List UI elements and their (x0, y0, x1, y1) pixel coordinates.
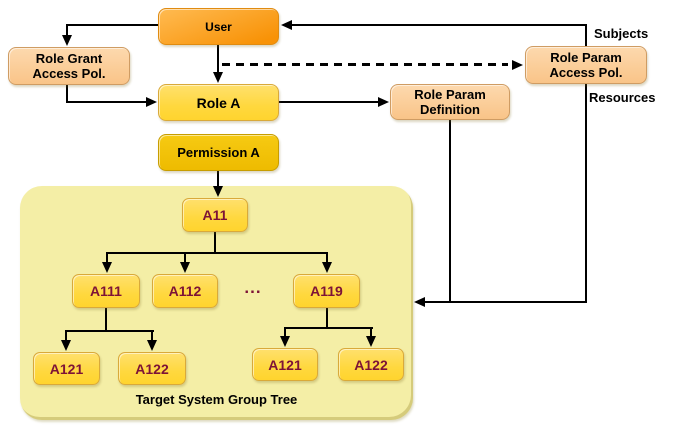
node-role-grant-access-pol: Role Grant Access Pol. (8, 47, 130, 85)
edge-a11-down (214, 232, 216, 254)
arrowhead-into-a11 (213, 186, 223, 197)
arrowhead-into-left-a122 (147, 340, 157, 351)
arrowhead-into-left-a121 (61, 340, 71, 351)
arrowhead-into-role-a-left (146, 97, 157, 107)
edge-user-to-rolea (217, 45, 219, 73)
tree-node-a11: A11 (182, 198, 248, 232)
arrowhead-into-right-a122 (366, 336, 376, 347)
arrowhead-into-a112 (180, 262, 190, 273)
arrowhead-into-a111 (102, 262, 112, 273)
node-user: User (158, 8, 279, 45)
label-subjects: Subjects (594, 26, 649, 41)
node-permission-a: Permission A (158, 134, 279, 171)
edge-stub-right-a121 (284, 327, 286, 338)
edge-stub-left-a122 (151, 330, 153, 341)
edge-dashed-user-to-roleparamaccess (222, 63, 508, 66)
edge-user-to-rolegrant-h (67, 24, 159, 26)
edge-subjects-to-user (290, 24, 587, 26)
edge-level2-stub-a111 (106, 252, 108, 263)
tree-ellipsis: ... (244, 278, 262, 297)
arrowhead-into-user (281, 20, 292, 30)
arrowhead-into-role-grant (62, 35, 72, 46)
edge-a119-down (326, 308, 328, 329)
tree-node-a112: A112 (152, 274, 218, 308)
edge-roleparamdef-down (449, 120, 451, 303)
edge-rolea-to-roleparamdef (278, 101, 379, 103)
edge-level2-stub-a112 (184, 252, 186, 263)
edge-a111-down (105, 308, 107, 332)
node-role-a: Role A (158, 84, 279, 121)
tree-node-a119: A119 (293, 274, 360, 308)
tree-node-right-a122: A122 (338, 348, 404, 381)
edge-stub-left-a121 (65, 330, 67, 341)
edge-resources-vertical (585, 24, 587, 303)
node-role-param-definition: Role Param Definition (390, 84, 510, 120)
label-resources: Resources (589, 90, 656, 105)
arrowhead-into-role-a-top (213, 72, 223, 83)
edge-level2-bus (106, 252, 328, 254)
edge-level2-stub-a119 (326, 252, 328, 263)
edge-stub-right-a122 (370, 327, 372, 338)
edge-merge-to-tree (418, 301, 587, 303)
tree-node-right-a121: A121 (252, 348, 318, 381)
tree-node-left-a122: A122 (118, 352, 186, 385)
tree-node-left-a121: A121 (33, 352, 100, 385)
node-role-param-access-pol: Role Param Access Pol. (525, 46, 647, 84)
edge-rolegrant-to-rolea (66, 101, 148, 103)
arrowhead-into-role-param-def (378, 97, 389, 107)
edge-user-to-rolegrant-v (66, 24, 68, 36)
arrowhead-into-tree-container (414, 297, 425, 307)
tree-caption: Target System Group Tree (135, 392, 298, 407)
edge-rolegrant-down (66, 85, 68, 103)
arrowhead-into-right-a121 (280, 336, 290, 347)
edge-right-children-bus (284, 327, 373, 329)
edge-left-children-bus (65, 330, 154, 332)
arrowhead-into-a119 (322, 262, 332, 273)
tree-node-a111: A111 (72, 274, 140, 308)
arrowhead-into-role-param-access (512, 60, 523, 70)
edge-permission-to-a11 (217, 171, 219, 187)
